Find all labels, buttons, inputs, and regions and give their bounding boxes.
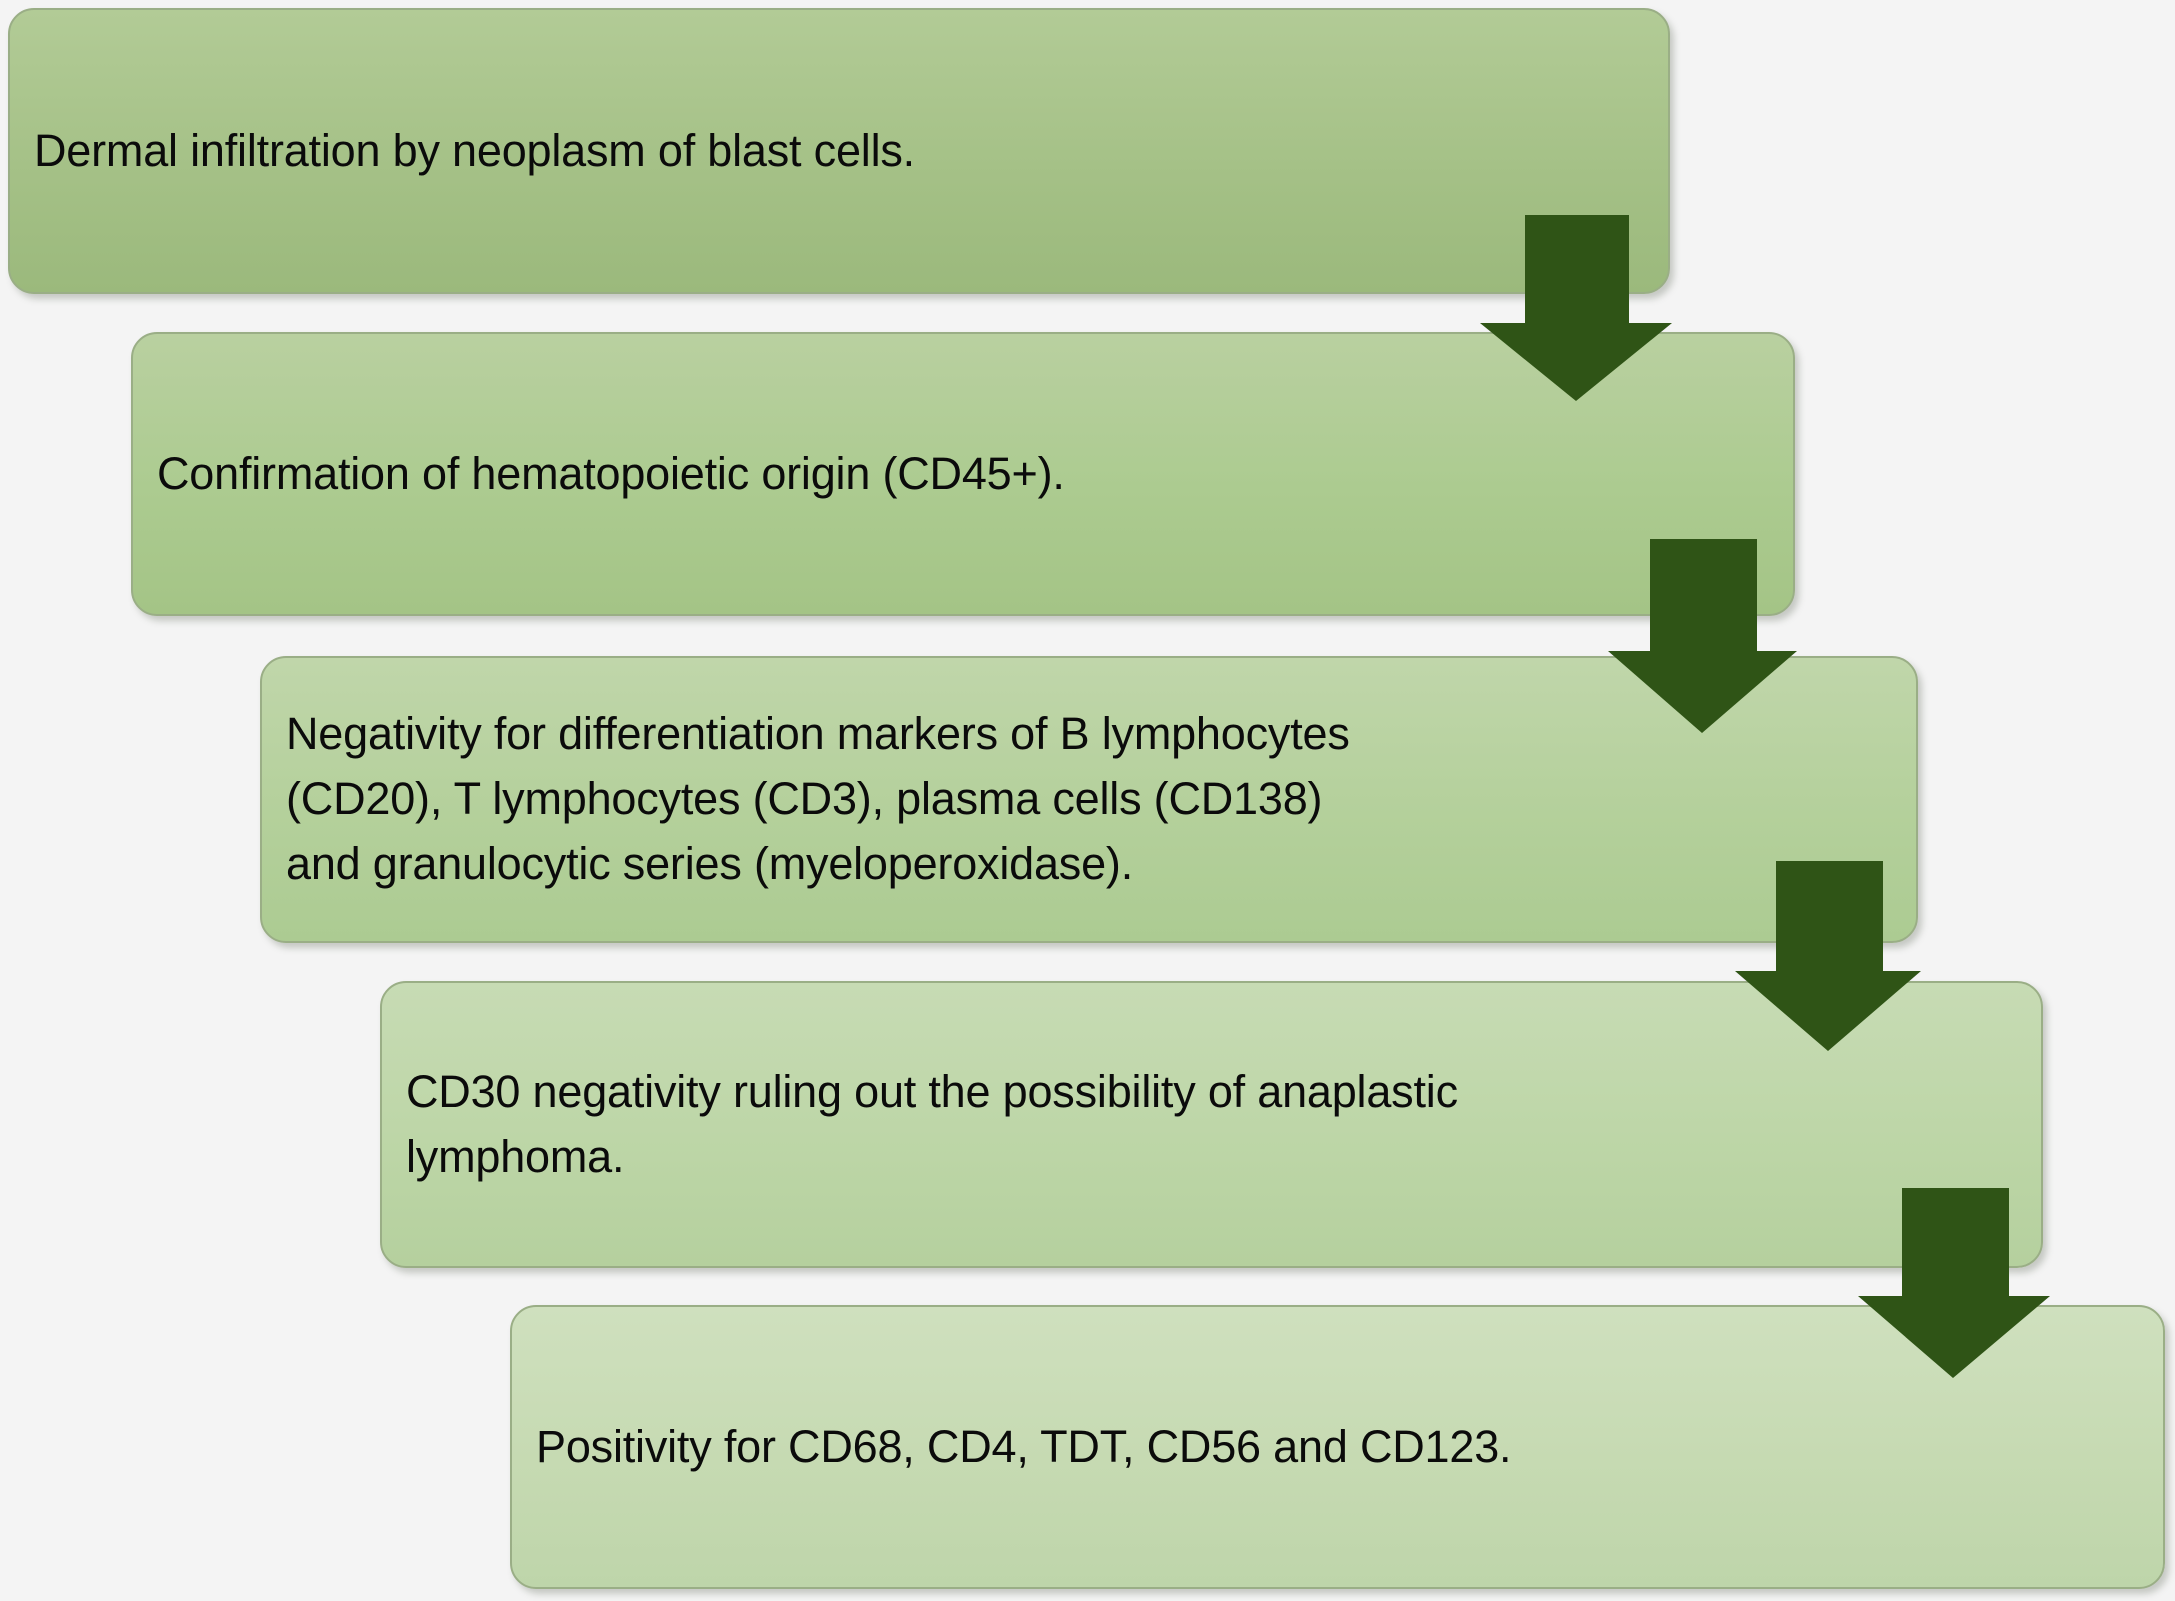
flow-step-1-label: Dermal infiltration by neoplasm of blast…	[34, 124, 915, 176]
flow-step-1[interactable]: Dermal infiltration by neoplasm of blast…	[8, 8, 1670, 294]
flow-step-4-label: CD30 negativity ruling out the possibili…	[406, 1065, 1458, 1182]
flow-step-5[interactable]: Positivity for CD68, CD4, TDT, CD56 and …	[510, 1305, 2165, 1589]
flow-step-3-label: Negativity for differentiation markers o…	[286, 708, 1350, 889]
flow-step-5-label: Positivity for CD68, CD4, TDT, CD56 and …	[536, 1420, 1512, 1472]
flow-step-2-label: Confirmation of hematopoietic origin (CD…	[157, 447, 1065, 499]
flow-step-2[interactable]: Confirmation of hematopoietic origin (CD…	[131, 332, 1795, 616]
flow-step-4[interactable]: CD30 negativity ruling out the possibili…	[380, 981, 2043, 1268]
flow-step-3[interactable]: Negativity for differentiation markers o…	[260, 656, 1918, 943]
